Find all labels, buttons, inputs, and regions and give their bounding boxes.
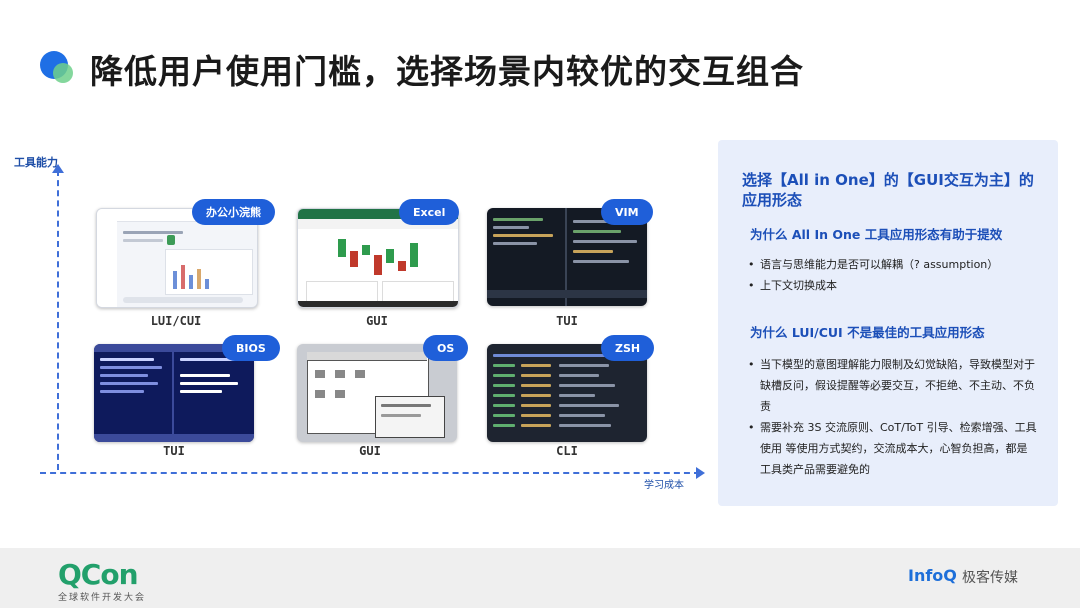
qcon-logo: QCon	[58, 558, 139, 591]
page-title: 降低用户使用门槛，选择场景内较优的交互组合	[90, 52, 804, 91]
list-item: 语言与思维能力是否可以解耦（? assumption）	[748, 254, 1038, 275]
infoq-logo: InfoQ	[908, 566, 957, 585]
bullet-dots-icon	[40, 51, 76, 87]
y-axis-line	[57, 170, 59, 470]
x-axis-arrow-icon	[696, 467, 705, 479]
caption-gui-1: GUI	[366, 314, 388, 328]
badge-bios: BIOS	[222, 335, 280, 361]
card-bios-screenshot	[94, 344, 254, 442]
footer: QCon 全球软件开发大会 InfoQ 极客传媒	[0, 548, 1080, 608]
caption-cli: CLI	[556, 444, 578, 458]
question-2: 为什么 LUI/CUI 不是最佳的工具应用形态	[750, 325, 985, 340]
y-axis-label: 工具能力	[14, 156, 58, 169]
list-item: 当下模型的意图理解能力限制及幻觉缺陷，导致模型对于缺槽反问，假设提醒等必要交互，…	[748, 354, 1038, 417]
card-os-screenshot	[297, 344, 457, 442]
x-axis-line	[40, 472, 700, 474]
badge-office-raccoon: 办公小浣熊	[192, 199, 275, 225]
qcon-tagline: 全球软件开发大会	[58, 593, 147, 603]
caption-gui-2: GUI	[359, 444, 381, 458]
explanation-panel: 选择【All in One】的【GUI交互为主】的应用形态 为什么 All In…	[718, 140, 1058, 506]
caption-tui-2: TUI	[163, 444, 185, 458]
list-item: 需要补充 3S 交流原则、CoT/ToT 引导、检索增强、工具使用 等使用方式契…	[748, 417, 1038, 480]
question-1: 为什么 All In One 工具应用形态有助于提效	[750, 227, 1003, 242]
x-axis-label: 学习成本	[644, 480, 684, 491]
infoq-tagline: 极客传媒	[962, 570, 1018, 586]
badge-vim: VIM	[601, 199, 653, 225]
panel-heading: 选择【All in One】的【GUI交互为主】的应用形态	[742, 171, 1034, 209]
caption-tui-1: TUI	[556, 314, 578, 328]
y-axis-arrow-icon	[52, 164, 64, 173]
question-1-list: 语言与思维能力是否可以解耦（? assumption） 上下文切换成本	[748, 254, 1038, 296]
caption-lui-cui: LUI/CUI	[150, 314, 202, 328]
badge-zsh: ZSH	[601, 335, 655, 361]
badge-excel: Excel	[399, 199, 460, 225]
badge-os: OS	[423, 335, 469, 361]
list-item: 上下文切换成本	[748, 275, 1038, 296]
title-row: 降低用户使用门槛，选择场景内较优的交互组合	[40, 44, 804, 94]
question-2-list: 当下模型的意图理解能力限制及幻觉缺陷，导致模型对于缺槽反问，假设提醒等必要交互，…	[748, 354, 1038, 480]
